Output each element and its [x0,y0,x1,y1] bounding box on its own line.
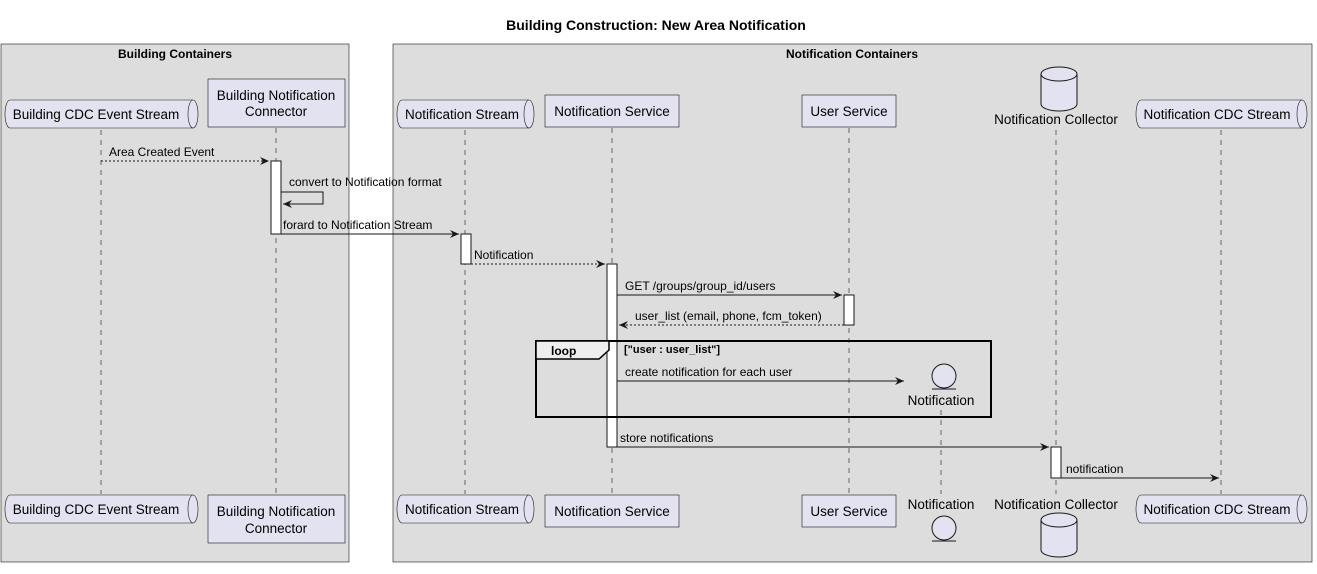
entity-icon [931,515,957,541]
participant-ncdc-bottom: Notification CDC Stream [1135,494,1308,524]
message-label: GET /groups/group_id/users [625,279,776,293]
participant-connector-bottom: Building Notification Connector [207,494,346,544]
participant-cdc-top: Building CDC Event Stream [4,99,199,129]
building-containers-box: Building Containers [0,43,350,563]
participant-connector-label-line2: Connector [245,521,308,536]
participant-service-label: Notification Service [554,104,670,119]
participant-connector-label-line1: Building Notification [217,504,336,519]
participant-stream-label: Notification Stream [405,107,519,122]
participant-entity-label: Notification [908,497,975,512]
message-label: Notification [474,248,533,262]
participant-stream-top: Notification Stream [396,99,535,129]
participant-connector-label-line1: Building Notification [217,88,336,103]
diagram-title: Building Construction: New Area Notifica… [506,17,806,33]
message-label: Area Created Event [109,145,215,159]
participant-service-label: Notification Service [554,504,670,519]
activation-collector [1050,446,1062,479]
participant-collector-label: Notification Collector [994,112,1118,127]
message-forward: forard to Notification Stream [281,218,459,238]
participant-entity-label: Notification [908,393,975,408]
notification-containers-box: Notification Containers [392,43,1313,563]
participant-user-top: User Service [801,94,897,128]
message-label: forard to Notification Stream [283,218,432,232]
participant-service-top: Notification Service [544,94,680,128]
notification-containers-title: Notification Containers [786,47,918,61]
activation-stream [460,233,472,265]
message-user-list: user_list (email, phone, fcm_token) [619,309,844,329]
participant-ncdc-label: Notification CDC Stream [1143,502,1290,517]
database-icon [1040,66,1078,112]
entity-icon [931,363,957,389]
participant-user-label: User Service [810,504,887,519]
message-label: notification [1066,462,1123,476]
message-area-created: Area Created Event [101,145,269,165]
participant-collector-bottom: Notification Collector [994,497,1118,558]
activation-user [843,294,855,326]
building-containers-title: Building Containers [118,47,232,61]
participant-entity-created: Notification [908,363,975,408]
message-notification: Notification [471,248,605,268]
participant-service-bottom: Notification Service [544,494,680,528]
participant-user-bottom: User Service [801,494,897,528]
participant-collector-label: Notification Collector [994,497,1118,512]
participant-user-label: User Service [810,104,887,119]
participant-cdc-label: Building CDC Event Stream [13,107,180,122]
participant-ncdc-top: Notification CDC Stream [1135,99,1308,129]
database-icon [1040,512,1078,558]
message-label: user_list (email, phone, fcm_token) [635,309,822,323]
participant-cdc-label: Building CDC Event Stream [13,502,180,517]
participant-collector-top: Notification Collector [994,66,1118,127]
message-convert: convert to Notification format [281,175,442,208]
loop-frame: loop ["user : user_list"] [535,340,992,418]
message-label: convert to Notification format [289,175,442,189]
loop-condition: ["user : user_list"] [624,344,720,356]
participant-connector-top: Building Notification Connector [207,78,346,128]
participant-connector-label-line2: Connector [245,104,308,119]
message-label: store notifications [620,431,713,445]
loop-keyword: loop [551,344,576,358]
message-get-users: GET /groups/group_id/users [617,279,842,299]
activation-service [606,263,618,448]
participant-ncdc-label: Notification CDC Stream [1143,107,1290,122]
message-store-notifications: store notifications [612,431,1049,451]
participant-cdc-bottom: Building CDC Event Stream [4,494,199,524]
participant-stream-label: Notification Stream [405,502,519,517]
activation-connector [270,160,282,235]
message-notification-out: notification [1061,462,1219,482]
message-create-notification: create notification for each user [617,365,904,385]
message-label: create notification for each user [625,365,792,379]
participant-entity-bottom: Notification [908,497,975,542]
participant-stream-bottom: Notification Stream [396,494,535,524]
